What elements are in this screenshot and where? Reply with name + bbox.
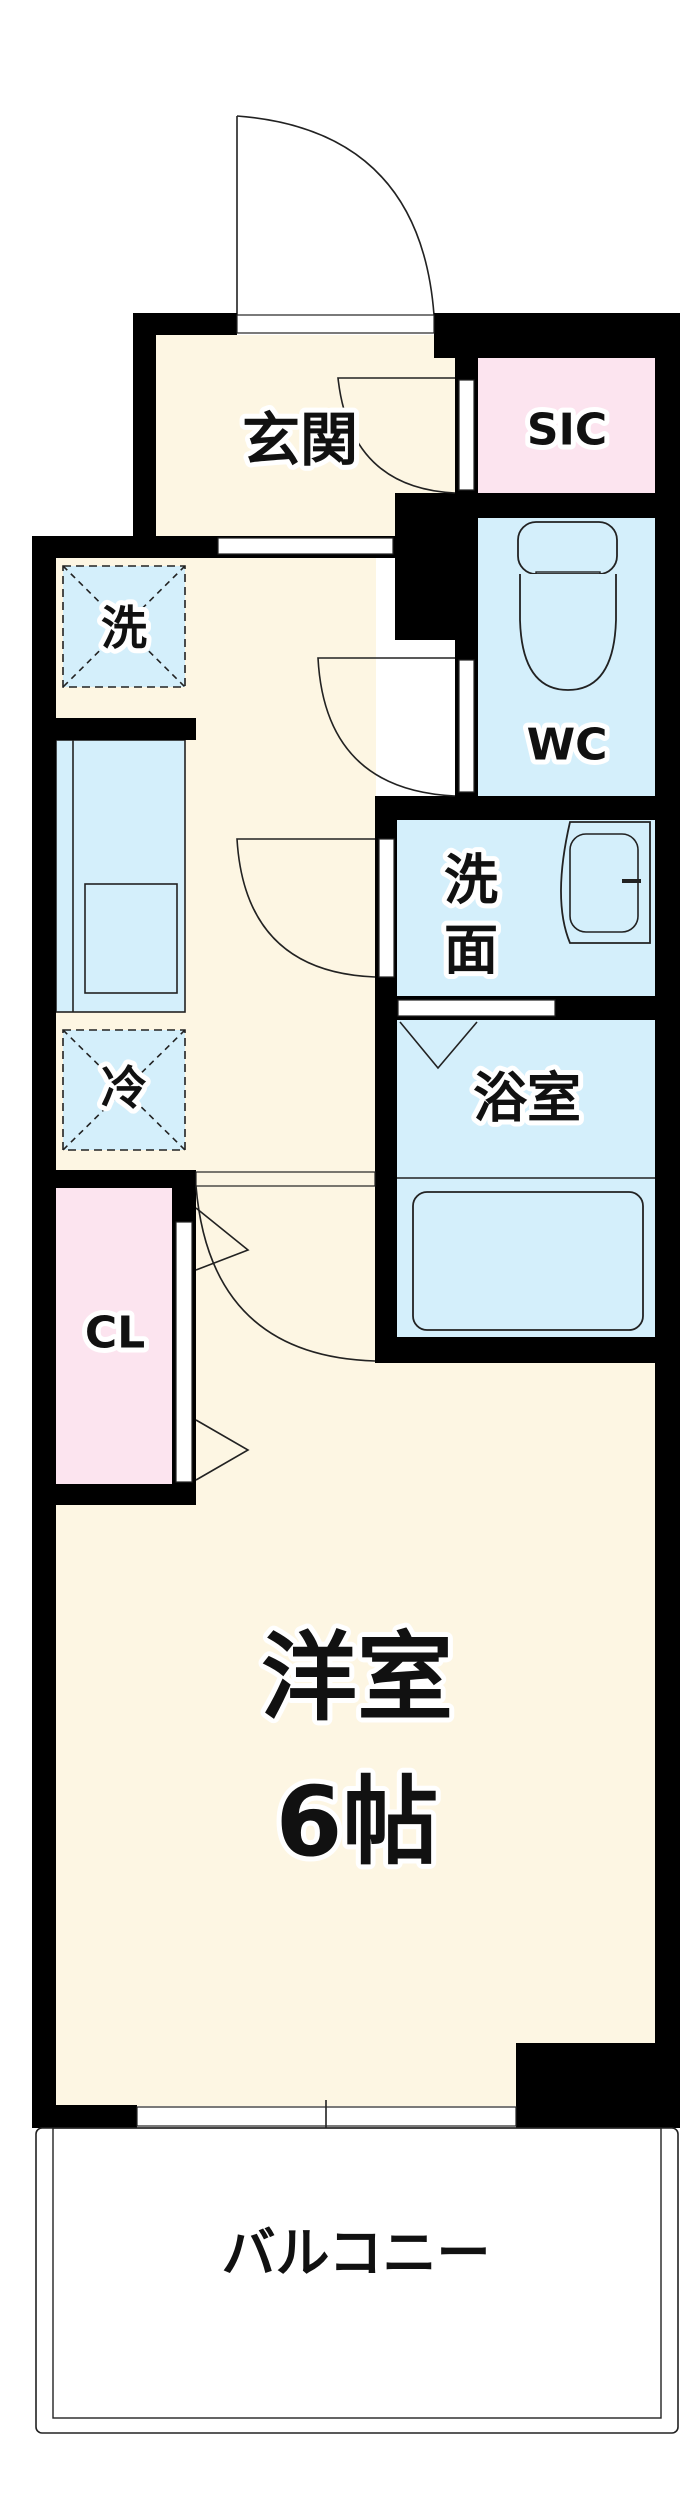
- bath-door: [399, 1021, 478, 1070]
- washer-label: 洗: [101, 601, 147, 655]
- bathtub-icon: [412, 1191, 644, 1331]
- entrance-label: 玄関: [242, 406, 358, 474]
- wc-label: WC: [527, 720, 608, 771]
- closet-floor: [56, 1188, 174, 1484]
- washroom-label-1: 洗: [444, 849, 498, 912]
- sic-label: SIC: [527, 405, 607, 456]
- fridge-space: [62, 1029, 186, 1151]
- balcony-label: バルコニー: [222, 2222, 491, 2285]
- kitchen-sink: [84, 883, 178, 994]
- wash-basin-icon: [560, 821, 651, 944]
- toilet-icon: [517, 521, 618, 691]
- wc-door: [317, 657, 456, 797]
- bath-label: 浴室: [473, 1067, 581, 1130]
- sic-door: [337, 377, 456, 494]
- fridge-label: 冷: [101, 1061, 147, 1115]
- sic-floor: [478, 358, 655, 493]
- washroom-door: [236, 838, 376, 978]
- closet-label: CL: [85, 1308, 145, 1359]
- washroom-label-2: 面: [444, 919, 498, 982]
- room-door: [195, 1185, 376, 1362]
- balcony: [35, 2127, 679, 2434]
- front-door: [236, 115, 435, 316]
- western-room-label: 洋室: [261, 1622, 453, 1734]
- western-room-size: 6帖: [276, 1766, 439, 1878]
- closet-doors: [195, 1207, 250, 1481]
